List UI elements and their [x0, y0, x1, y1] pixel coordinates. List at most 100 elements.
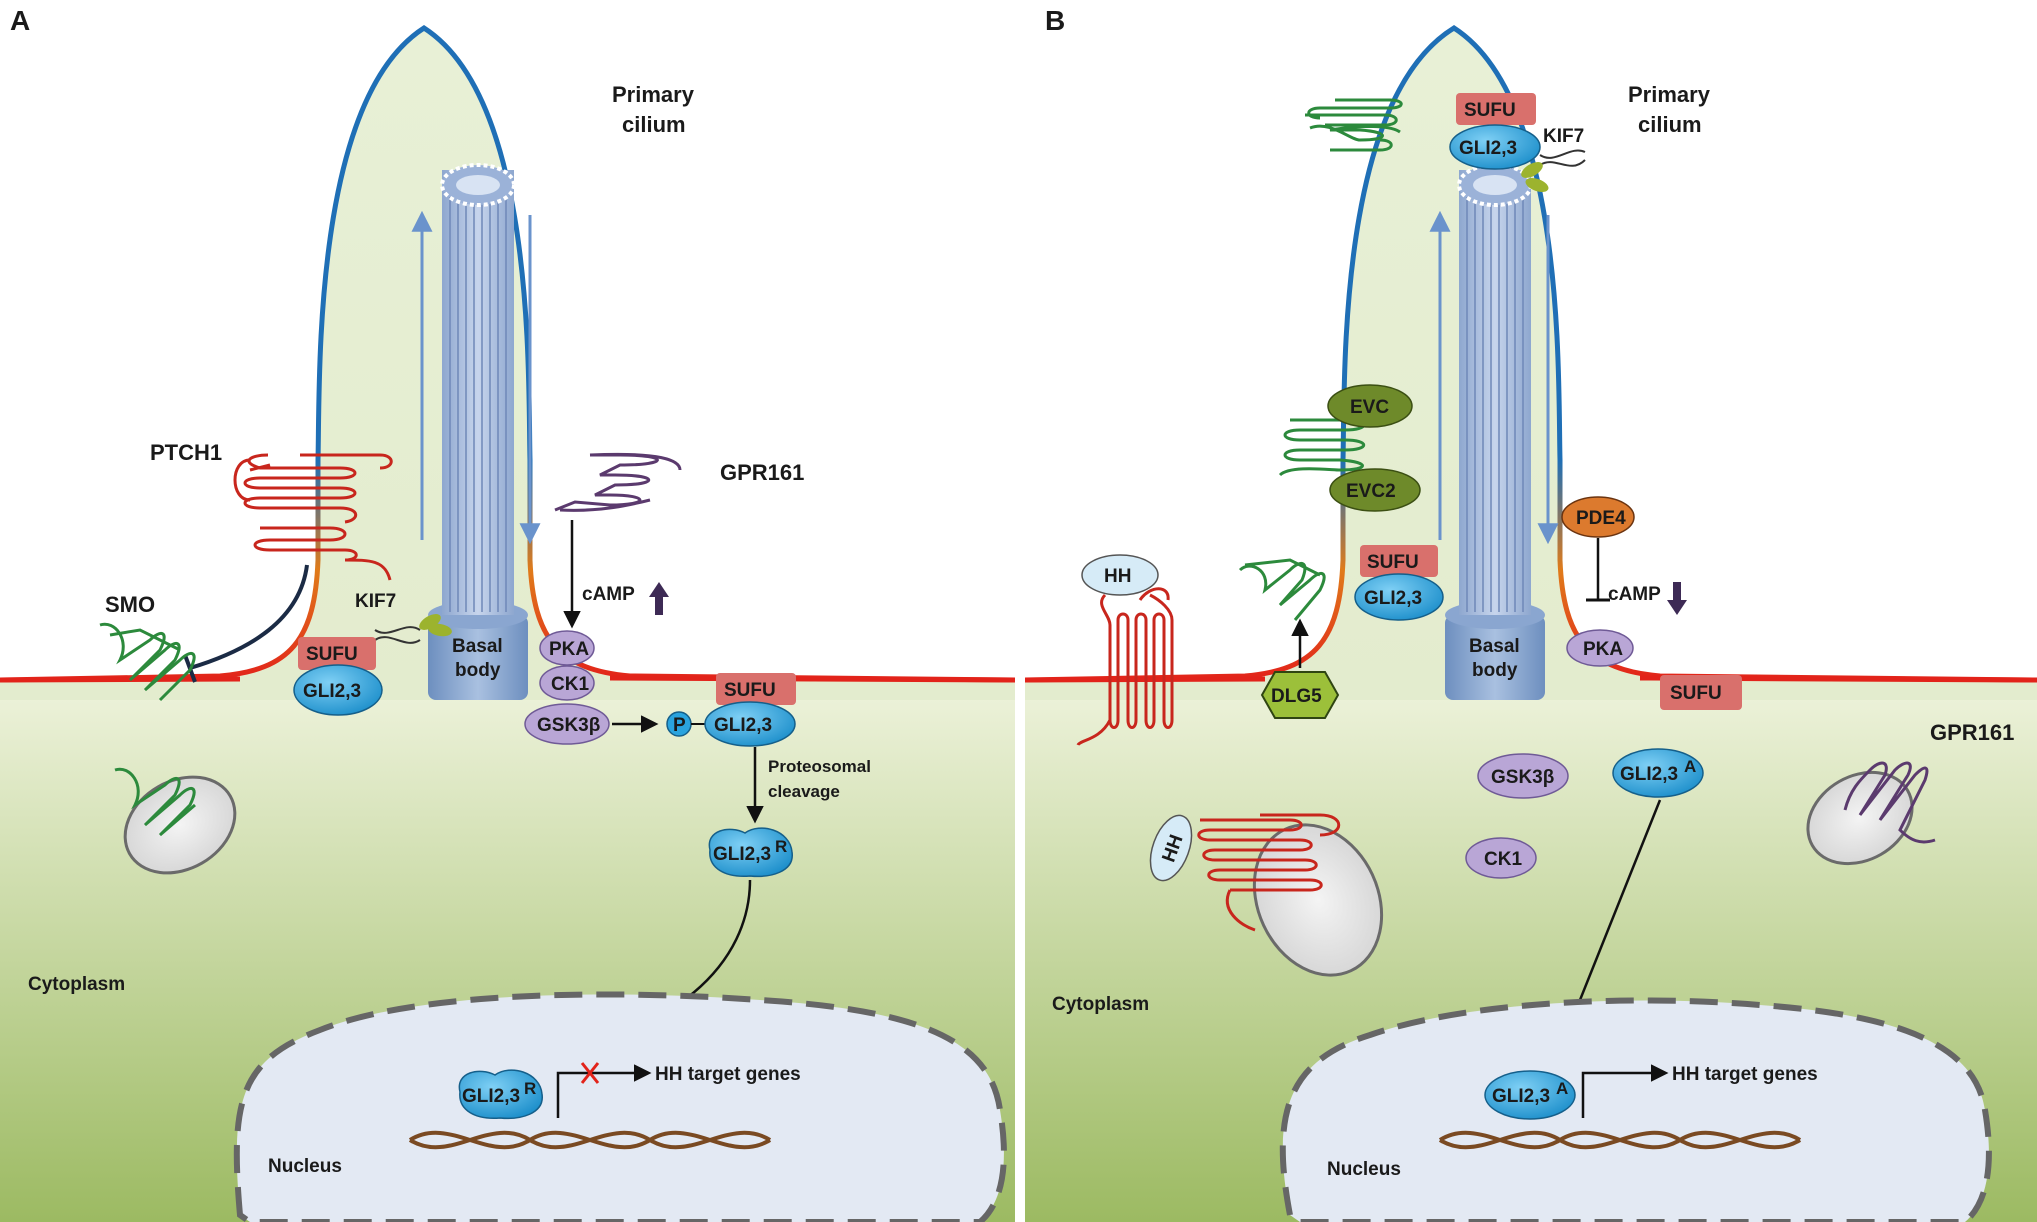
evc-label: EVC [1350, 397, 1389, 418]
transition-zone-left-a [0, 460, 321, 683]
nucleus-label-a: Nucleus [268, 1156, 342, 1177]
pde4-protein [1561, 496, 1635, 538]
ck1-kinase-a [539, 665, 595, 701]
gli-activator-b [1612, 748, 1704, 798]
plasma-membrane-a [0, 676, 241, 683]
evc-protein [1327, 384, 1413, 428]
basal-body-label-b-1: Basal [1469, 636, 1520, 657]
gli-a-label-b: GLI2,3 [1620, 764, 1678, 785]
hh-label-b: HH [1104, 566, 1131, 587]
ck1-label-a: CK1 [551, 674, 589, 695]
sufu-tip-b [1456, 93, 1536, 125]
cilium-label-b-2: cilium [1638, 112, 1702, 137]
ptch1-receptor-a [233, 453, 393, 581]
gli-mid-label-b: GLI2,3 [1364, 588, 1422, 609]
ciliary-membrane-a [315, 25, 533, 461]
gli-a-nuc-sup-b: A [1556, 1079, 1568, 1098]
smo-label-a: SMO [105, 592, 155, 617]
gli-r-sup-a: R [775, 837, 787, 856]
gli2-label-a: GLI2,3 [714, 715, 772, 736]
kif7-label-a: KIF7 [355, 591, 396, 612]
transition-zone-left-b [1024, 460, 1346, 683]
panel-b: B Primary cilium Basal body SUFU GLI2,3 … [1024, 5, 2037, 1222]
cilium-label-a-1: Primary [612, 82, 695, 107]
gli-repressor-nuclear-a [458, 1069, 543, 1120]
pka-label-b: PKA [1583, 639, 1623, 660]
proteosomal-label-2: cleavage [768, 782, 840, 801]
sufu-mid-label-b: SUFU [1367, 552, 1419, 573]
target-genes-label-b: HH target genes [1672, 1064, 1818, 1085]
proteosomal-label-1: Proteosomal [768, 757, 871, 776]
panel-divider [1015, 0, 1025, 1222]
pde4-label: PDE4 [1576, 508, 1626, 529]
smo-vesicle-a [114, 767, 196, 837]
evc2-protein [1329, 468, 1421, 512]
sufu-free-label-b: SUFU [1670, 683, 1722, 704]
dlg5-protein [1260, 671, 1340, 719]
camp-down-arrow-b [1667, 582, 1687, 615]
basal-body-label-a-2: body [455, 660, 501, 681]
gpr161-label-a: GPR161 [720, 460, 804, 485]
pka-protein-b [1566, 629, 1634, 667]
cytoplasm-label-b: Cytoplasm [1052, 994, 1149, 1015]
dna-helix-b [1438, 1130, 1802, 1150]
panel-a: A Primary cilium Basal body PTCH1 SMO [0, 5, 1016, 1222]
transcription-arrow-b [1581, 1064, 1669, 1118]
kif7-motor-a [374, 614, 452, 644]
gsk3b-label-a: GSK3β [537, 715, 600, 736]
vesicle-gpr161-b [1806, 770, 1914, 866]
smo-tz-b [1238, 558, 1326, 621]
ptch1-bound-b [1076, 587, 1174, 746]
gli-r-label-a: GLI2,3 [713, 844, 771, 865]
panel-letter-a: A [10, 5, 30, 36]
plasma-membrane-a-right [609, 675, 1016, 683]
kif7-label-b: KIF7 [1543, 126, 1584, 147]
vesicle-a [123, 775, 237, 875]
smo-ciliary-b [1305, 98, 1403, 152]
cytoplasm-label-a: Cytoplasm [28, 974, 125, 995]
phosphate-label-a: P [673, 715, 686, 736]
gsk3b-protein-b [1477, 753, 1569, 799]
basal-body-label-b-2: body [1472, 660, 1518, 681]
sufu-phospho-complex-a [716, 673, 796, 705]
gsk3b-kinase-a [524, 703, 610, 745]
smo-evc-b [1278, 418, 1366, 477]
nucleus-b [1279, 997, 1992, 1222]
camp-up-arrow-a [649, 582, 669, 615]
camp-label-b: cAMP [1608, 584, 1661, 605]
axoneme-a [428, 163, 528, 700]
gli-a-sup-b: A [1684, 757, 1696, 776]
ptch1-label: PTCH1 [150, 440, 222, 465]
kif7-motor-b [1521, 149, 1586, 192]
gli-label-a: GLI2,3 [303, 681, 361, 702]
gli-r-nuc-sup-a: R [524, 1079, 536, 1098]
sufu-label-a: SUFU [306, 644, 358, 665]
smo-receptor-a [99, 622, 196, 702]
gpr161-receptor-a [554, 452, 682, 512]
transcription-arrow-a [556, 1064, 652, 1118]
gpr161-vesicle-b [1843, 761, 1936, 844]
sufu2-label-a: SUFU [724, 680, 776, 701]
transition-zone-right-a [527, 460, 1016, 683]
pka-label-a: PKA [549, 639, 589, 660]
gli-complex-a [293, 664, 383, 716]
camp-label-a: cAMP [582, 584, 635, 605]
sufu-free-b [1660, 675, 1742, 710]
basal-body-label-a-1: Basal [452, 636, 503, 657]
sufu-complex-a [298, 637, 376, 670]
gli-tip-b [1449, 124, 1541, 170]
evc2-label: EVC2 [1346, 481, 1396, 502]
block-x-icon [580, 1062, 600, 1084]
ptch1-inhibits-smo [189, 564, 309, 670]
pka-kinase-a [539, 630, 595, 666]
hh-vesicle-ligand-b [1149, 814, 1193, 882]
axoneme-b [1445, 163, 1545, 700]
hh-ligand-b [1081, 554, 1159, 596]
nucleus-label-b: Nucleus [1327, 1159, 1401, 1180]
sufu-tip-label-b: SUFU [1464, 100, 1516, 121]
dna-helix-a [408, 1130, 772, 1150]
cilium-label-b-1: Primary [1628, 82, 1711, 107]
gpr161-label-b: GPR161 [1930, 720, 2014, 745]
dlg5-label: DLG5 [1271, 686, 1322, 707]
